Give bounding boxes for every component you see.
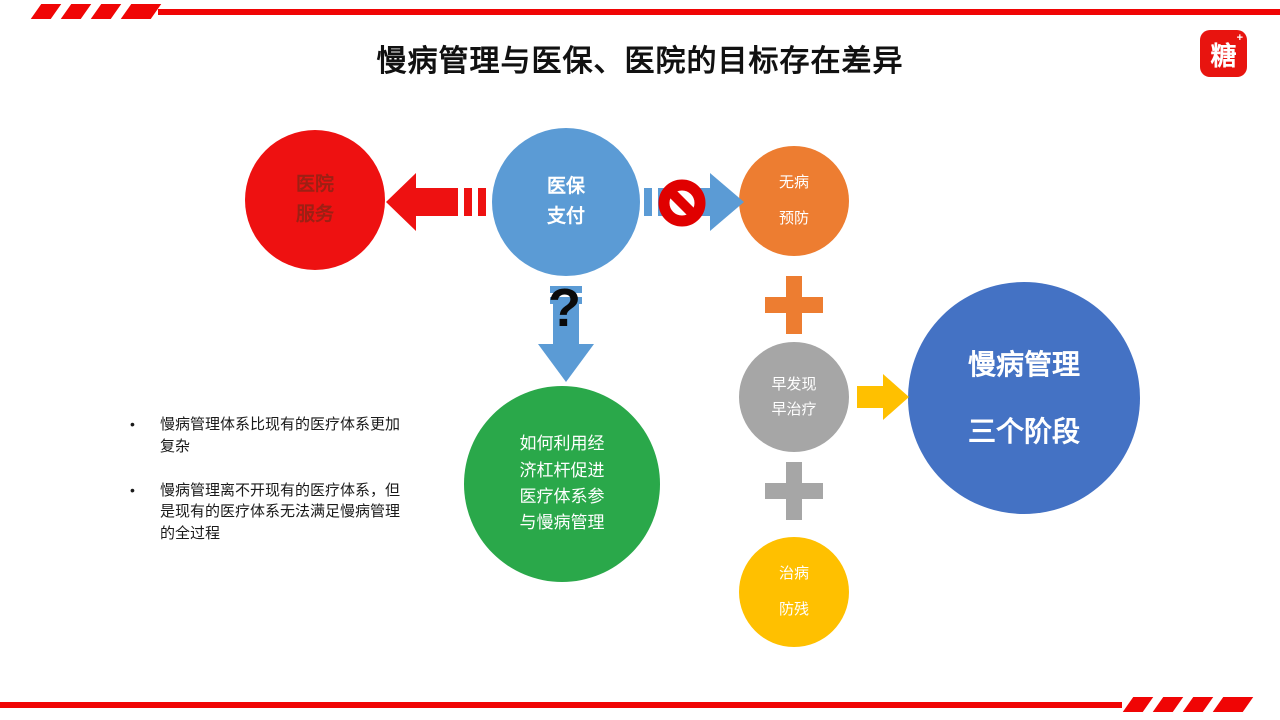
- early-detection-label: 早发现 早治疗: [771, 375, 817, 419]
- prohibition-icon: [658, 179, 706, 227]
- prevention-circle: 无病 预防: [739, 146, 849, 256]
- question-mark: ?: [548, 278, 581, 338]
- yellow-right-arrow: [857, 374, 909, 420]
- notes-list: • 慢病管理体系比现有的医疗体系更加复杂 • 慢病管理离不开现有的医疗体系，但是…: [130, 414, 460, 567]
- top-trim-slash: [90, 4, 122, 19]
- red-left-arrow: [386, 173, 486, 231]
- three-stages-circle: 慢病管理 三个阶段: [908, 282, 1140, 514]
- bullet-marker: •: [130, 416, 135, 432]
- insurance-payment-circle: 医保 支付: [492, 128, 640, 276]
- treatment-circle: 治病 防残: [739, 537, 849, 647]
- logo-plus-glyph: +: [1236, 32, 1243, 44]
- top-trim-slash: [120, 4, 162, 19]
- top-trim-slash: [30, 4, 62, 19]
- list-item: • 慢病管理离不开现有的医疗体系，但是现有的医疗体系无法满足慢病管理的全过程: [130, 480, 460, 545]
- logo-sugar-character: 糖: [1210, 41, 1237, 71]
- bottom-trim-slash: [1152, 697, 1184, 712]
- bottom-trim-slash: [1122, 697, 1154, 712]
- hospital-service-circle: 医院 服务: [245, 130, 385, 270]
- top-trim-slash: [60, 4, 92, 19]
- list-item: • 慢病管理体系比现有的医疗体系更加复杂: [130, 414, 460, 458]
- economic-lever-circle: 如何利用经 济杠杆促进 医疗体系参 与慢病管理: [464, 386, 660, 582]
- economic-lever-label: 如何利用经 济杠杆促进 医疗体系参 与慢病管理: [519, 434, 605, 533]
- three-stages-label: 慢病管理 三个阶段: [967, 348, 1080, 447]
- bottom-trim-slash: [1212, 697, 1254, 712]
- brand-logo: 糖 +: [1200, 30, 1247, 77]
- orange-plus-icon: [765, 276, 823, 334]
- top-trim-line: [158, 9, 1280, 15]
- gray-plus-icon: [765, 462, 823, 520]
- blue-down-arrow: [538, 286, 594, 382]
- early-detection-circle: 早发现 早治疗: [739, 342, 849, 452]
- bullet-marker: •: [130, 481, 135, 498]
- insurance-payment-label: 医保 支付: [546, 175, 585, 227]
- slide-title: 慢病管理与医保、医院的目标存在差异: [376, 45, 904, 78]
- bottom-trim-line: [0, 702, 1122, 708]
- prevention-label: 无病 预防: [778, 174, 809, 227]
- note-text: 慢病管理离不开现有的医疗体系，但是现有的医疗体系无法满足慢病管理的全过程: [160, 481, 401, 543]
- hospital-service-label: 医院 服务: [295, 173, 334, 225]
- note-text: 慢病管理体系比现有的医疗体系更加复杂: [160, 416, 401, 455]
- treatment-label: 治病 防残: [778, 565, 809, 618]
- bottom-trim-slash: [1182, 697, 1214, 712]
